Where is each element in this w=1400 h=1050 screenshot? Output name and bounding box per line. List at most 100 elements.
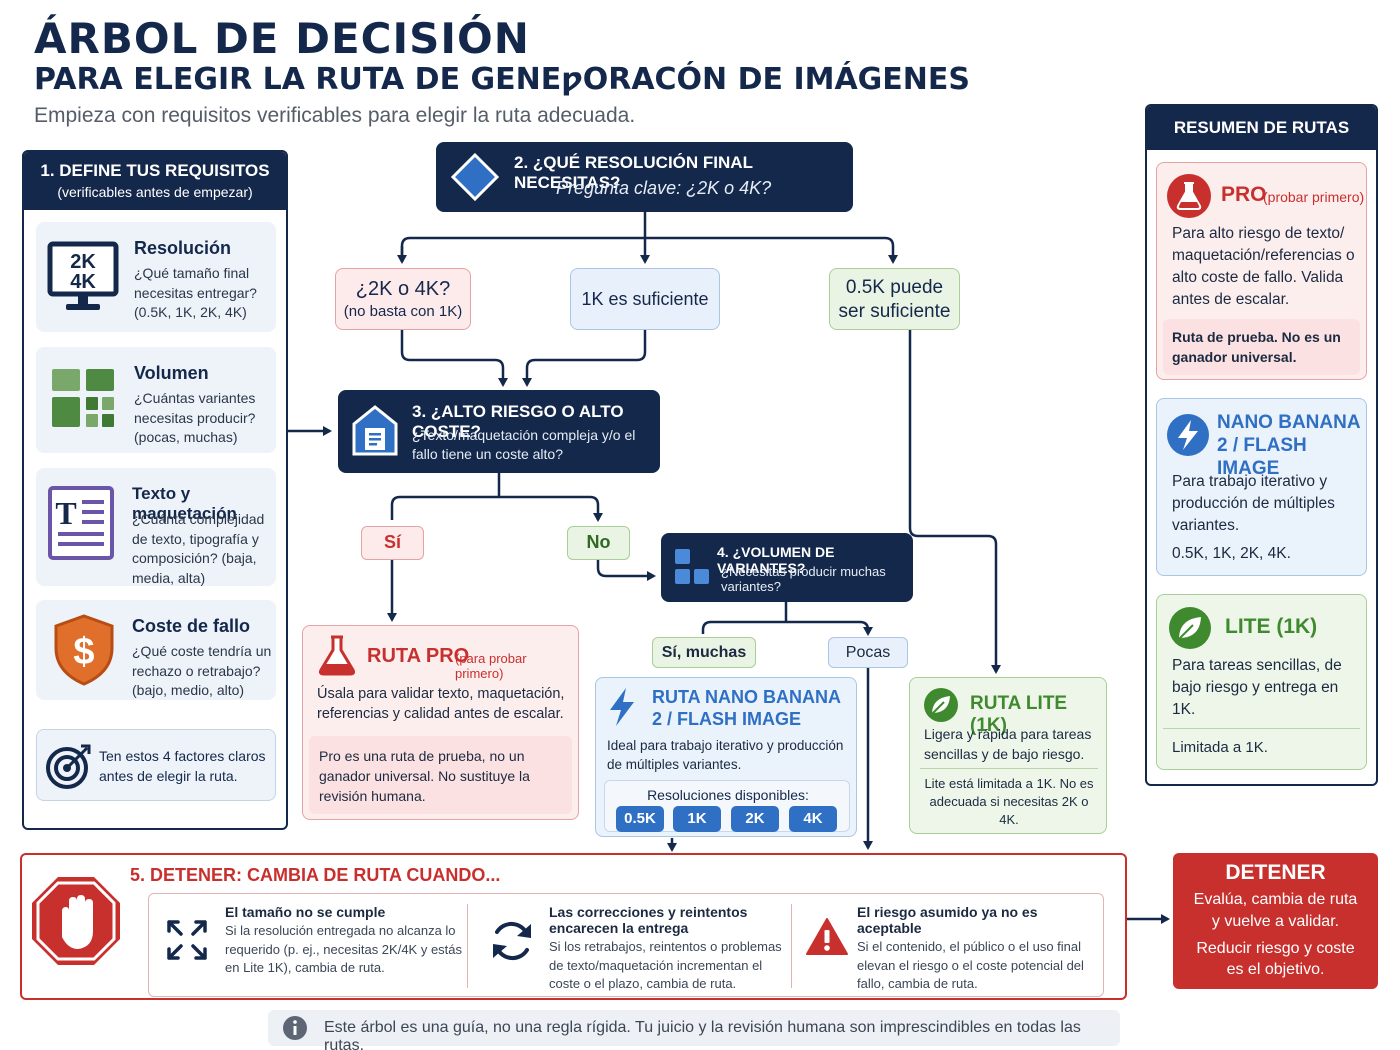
summary-route-tag: (probar primero)	[1263, 189, 1365, 205]
requirement-desc: ¿Cuánta complejidad de texto, tipografía…	[132, 511, 265, 586]
footer-note: Este árbol es una guía, no una regla ríg…	[268, 1010, 1120, 1050]
stop-criterion-desc: Si el contenido, el público o el uso fin…	[857, 939, 1084, 991]
house-document-icon	[352, 405, 398, 456]
question-resolution: 2. ¿QUÉ RESOLUCIÓN FINAL NECESITAS? Preg…	[436, 142, 853, 212]
diamond-icon	[450, 152, 500, 202]
route-lite-card: RUTA LITE (1K) Ligera y rápida para tare…	[909, 677, 1107, 834]
route-desc: Ideal para trabajo iterativo y producció…	[607, 738, 844, 772]
question-text: ¿Texto/maquetación compleja y/o el fallo…	[412, 427, 636, 462]
target-icon	[46, 744, 91, 789]
summary-route-name: PRO	[1221, 183, 1267, 206]
option-label: ¿2K o 4K?	[355, 278, 451, 300]
stop-criterion-desc: Si la resolución entregada no alcanza lo…	[225, 923, 463, 975]
requirements-subtitle: (verificables antes de empezar)	[57, 184, 253, 200]
resolution-chip-0-5k: 0.5K	[616, 806, 664, 832]
summary-route-resolutions: 0.5K, 1K, 2K, 4K.	[1172, 545, 1291, 562]
document-icon-letter: T	[55, 495, 76, 531]
option-2k-4k: ¿2K o 4K? (no basta con 1K)	[335, 268, 471, 330]
dollar-sign: $	[73, 631, 94, 673]
flask-icon	[1167, 174, 1211, 218]
leaf-icon	[924, 688, 958, 722]
summary-lite: LITE (1K) Para tareas sencillas, de bajo…	[1156, 594, 1367, 770]
lightning-icon	[610, 688, 634, 726]
requirement-title: Volumen	[134, 363, 209, 383]
question-risk: 3. ¿ALTO RIESGO O ALTO COSTE? ¿Texto/maq…	[338, 390, 660, 473]
summary-title: RESUMEN DE RUTAS	[1147, 106, 1376, 150]
summary-route-desc: Para tareas sencillas, de bajo riesgo y …	[1172, 657, 1342, 718]
summary-route-desc: Para alto riesgo de texto/ maquetación/r…	[1172, 225, 1355, 308]
shield-dollar-icon: $	[54, 614, 114, 686]
summary-route-desc: Para trabajo iterativo y producción de m…	[1172, 473, 1335, 534]
summary-route-note: Ruta de prueba. No es un ganador univers…	[1172, 329, 1341, 365]
option-label: 1K es suficiente	[581, 289, 709, 309]
resolution-chip-2k: 2K	[731, 806, 779, 832]
question-text: Pregunta clave: ¿2K o 4K?	[556, 178, 772, 198]
page-intro: Empieza con requisitos verificables para…	[34, 104, 636, 127]
stop-criterion-title: El riesgo asumido ya no es aceptable	[857, 904, 1038, 936]
halt-line2: Reducir riesgo y coste es el objetivo.	[1196, 940, 1355, 978]
route-desc: Ligera y rápida para tareas sencillas y …	[924, 726, 1092, 762]
route-tag: (para probar primero)	[455, 651, 527, 681]
question-volume: 4. ¿VOLUMEN DE VARIANTES? ¿Necesitas pro…	[661, 533, 913, 602]
requirements-tip: Ten estos 4 factores claros antes de ele…	[36, 729, 276, 801]
stop-criterion-title: Las correcciones y reintentos encarecen …	[549, 904, 748, 936]
route-note: Lite está limitada a 1K. No es adecuada …	[924, 776, 1094, 827]
option-1k: 1K es suficiente	[570, 268, 720, 330]
route-desc: Úsala para validar texto, maquetación, r…	[317, 686, 565, 722]
route-pro-card: RUTA PRO (para probar primero) Úsala par…	[302, 625, 579, 820]
route-note: Pro es una ruta de prueba, no un ganador…	[319, 748, 530, 804]
document-icon: T	[48, 486, 114, 560]
requirement-title: Texto y maquetación	[132, 484, 237, 523]
summary-route-name: LITE (1K)	[1225, 615, 1318, 638]
halt-box: DETENER Evalúa, cambia de ruta y vuelve …	[1173, 853, 1378, 989]
tip-text: Ten estos 4 factores claros antes de ele…	[99, 748, 266, 784]
lightning-icon	[1167, 414, 1209, 456]
requirement-failure-cost: $ Coste de fallo ¿Qué coste tendría un r…	[36, 600, 276, 700]
stop-criterion-title: El tamaño no se cumple	[225, 904, 386, 920]
answer-yes: Sí	[361, 526, 424, 560]
summary-nano: NANO BANANA 2 / FLASH IMAGE Para trabajo…	[1156, 398, 1367, 576]
expand-arrows-icon	[167, 920, 207, 960]
requirement-text-layout: T Texto y maquetación ¿Cuánta complejida…	[36, 468, 276, 586]
option-sublabel: (no basta con 1K)	[343, 303, 463, 320]
route-name: RUTA NANO BANANA 2 / FLASH IMAGE	[652, 687, 841, 729]
divider	[1163, 728, 1360, 729]
footer-text: Este árbol es una guía, no una regla ríg…	[324, 1019, 1081, 1050]
answer-no: No	[567, 526, 630, 560]
divider	[791, 904, 792, 988]
option-sublabel: ser suficiente	[838, 301, 951, 322]
question-title: 3. ¿ALTO RIESGO O ALTO COSTE?	[412, 402, 624, 441]
stop-title: 5. DETENER: CAMBIA DE RUTA CUANDO...	[130, 865, 501, 885]
divider	[467, 904, 468, 988]
requirement-title: Coste de fallo	[132, 616, 251, 636]
answer-few: Pocas	[828, 637, 908, 668]
summary-panel: RESUMEN DE RUTAS PRO (probar primero) Pa…	[1145, 104, 1378, 786]
requirement-title: Resolución	[134, 238, 232, 258]
route-name: RUTA PRO	[367, 645, 470, 667]
monitor-text-2k: 2K	[70, 251, 96, 273]
stop-criterion-desc: Si los retrabajos, reintentos o problema…	[549, 939, 782, 991]
requirements-header: 1. DEFINE TUS REQUISITOS (verificables a…	[24, 152, 286, 210]
page-subtitle: PARA ELEGIR LA RUTA DE GENEƿORACÓN DE IM…	[34, 62, 971, 97]
requirement-resolution: 2K 4K Resolución ¿Qué tamaño final neces…	[36, 222, 276, 332]
page-title: ÁRBOL DE DECISIÓN	[34, 14, 530, 63]
info-icon	[283, 1016, 307, 1040]
route-name: RUTA LITE (1K)	[970, 693, 1068, 736]
monitor-text-4k: 4K	[70, 271, 96, 293]
summary-route-name: NANO BANANA 2 / FLASH IMAGE	[1217, 412, 1360, 479]
summary-pro: PRO (probar primero) Para alto riesgo de…	[1156, 162, 1367, 380]
resolutions-label: Resoluciones disponibles:	[647, 787, 809, 803]
requirement-desc: ¿Cuántas variantes necesitas producir? (…	[134, 390, 256, 445]
requirement-desc: ¿Qué tamaño final necesitas entregar? (0…	[134, 265, 257, 320]
leaf-icon	[1169, 607, 1211, 649]
grid-icon	[52, 369, 114, 427]
question-title: 4. ¿VOLUMEN DE VARIANTES?	[717, 544, 835, 576]
stop-criteria: El tamaño no se cumple Si la resolución …	[148, 893, 1104, 997]
question-title: 2. ¿QUÉ RESOLUCIÓN FINAL NECESITAS?	[514, 153, 753, 192]
question-text: ¿Necesitas producir muchas variantes?	[721, 564, 886, 594]
resolution-chip-1k: 1K	[673, 806, 721, 832]
warning-icon	[806, 918, 848, 955]
summary-route-note: Limitada a 1K.	[1172, 739, 1268, 756]
stop-criterion-size: El tamaño no se cumple Si la resolución …	[225, 904, 465, 978]
monitor-icon: 2K 4K	[47, 241, 119, 310]
